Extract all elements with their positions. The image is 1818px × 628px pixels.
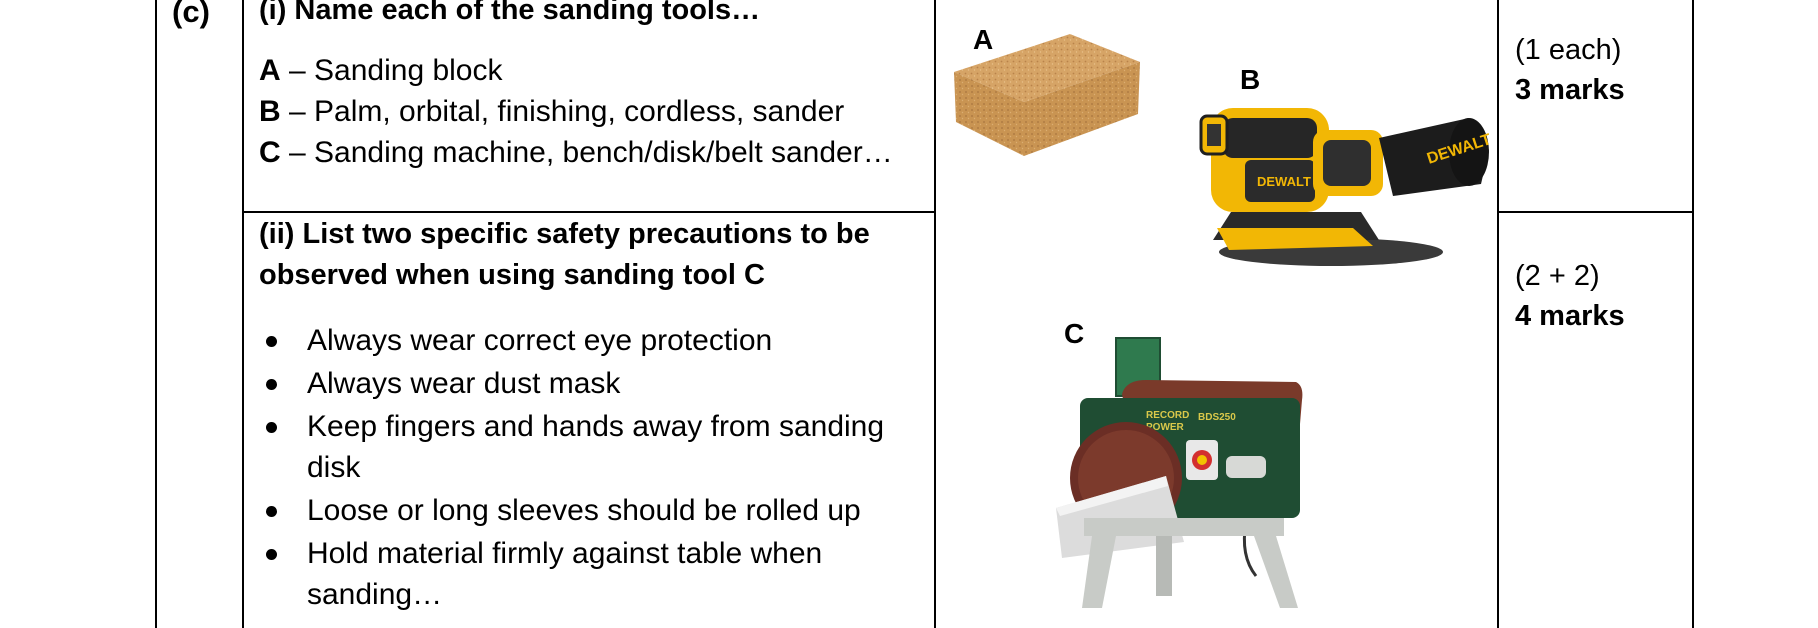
bullet-5-dot bbox=[266, 549, 277, 560]
svg-text:RECORD: RECORD bbox=[1146, 410, 1189, 421]
sanding-block-image bbox=[954, 34, 1140, 156]
bullet-4-text: Loose or long sleeves should be rolled u… bbox=[307, 494, 861, 527]
answer-b-letter: B bbox=[259, 95, 281, 128]
answer-a-letter: A bbox=[259, 54, 281, 87]
marks-i-note: (1 each) bbox=[1515, 34, 1622, 66]
bullet-3-text-line2: disk bbox=[307, 451, 361, 484]
marks-ii-total: 4 marks bbox=[1515, 300, 1625, 332]
table-border-left bbox=[155, 0, 157, 628]
part-i-heading: (i) Name each of the sanding tools… bbox=[259, 0, 761, 26]
marks-ii-note: (2 + 2) bbox=[1515, 260, 1600, 292]
table-divider-answer bbox=[934, 0, 936, 628]
bullet-4-dot bbox=[266, 506, 277, 517]
row-divider-answer bbox=[242, 211, 936, 213]
image-b-label: B bbox=[1240, 64, 1261, 95]
bullet-5-text-line2: sanding… bbox=[307, 578, 443, 611]
answer-b-text: – Palm, orbital, finishing, cordless, sa… bbox=[280, 95, 845, 128]
answer-c-letter: C bbox=[259, 136, 281, 169]
bullet-1-dot bbox=[266, 336, 277, 347]
svg-text:DEWALT: DEWALT bbox=[1257, 174, 1311, 189]
bullet-3-dot bbox=[266, 422, 277, 433]
bullet-5-text-line1: Hold material firmly against table when bbox=[307, 537, 823, 570]
answer-c-text: – Sanding machine, bench/disk/belt sande… bbox=[280, 136, 893, 169]
svg-text:POWER: POWER bbox=[1146, 422, 1185, 433]
palm-sander-image: DEWALT DEWALT bbox=[1199, 108, 1489, 266]
row-divider-marks bbox=[1497, 211, 1694, 213]
table-border-right bbox=[1692, 0, 1694, 628]
answer-a: A – Sanding block bbox=[259, 53, 503, 89]
answer-a-text: – Sanding block bbox=[280, 54, 503, 87]
belt-disc-sander-image: RECORD POWER BDS250 bbox=[1056, 337, 1303, 608]
svg-text:BDS250: BDS250 bbox=[1198, 412, 1236, 423]
table-divider-marks bbox=[1497, 0, 1499, 628]
marks-i-total: 3 marks bbox=[1515, 74, 1625, 106]
bullet-2-dot bbox=[266, 379, 277, 390]
table-divider-label bbox=[242, 0, 244, 628]
answer-c: C – Sanding machine, bench/disk/belt san… bbox=[259, 135, 893, 171]
part-ii-heading-line2: observed when using sanding tool C bbox=[259, 259, 765, 291]
image-a-label: A bbox=[973, 24, 994, 55]
bullet-1-text: Always wear correct eye protection bbox=[307, 324, 773, 357]
bullet-3-text-line1: Keep fingers and hands away from sanding bbox=[307, 410, 885, 443]
answer-b: B – Palm, orbital, finishing, cordless, … bbox=[259, 94, 844, 130]
section-label: (c) bbox=[172, 0, 210, 29]
image-c-label: C bbox=[1064, 318, 1085, 349]
bullet-2-text: Always wear dust mask bbox=[307, 367, 621, 400]
part-ii-heading-line1: (ii) List two specific safety precaution… bbox=[259, 218, 870, 250]
